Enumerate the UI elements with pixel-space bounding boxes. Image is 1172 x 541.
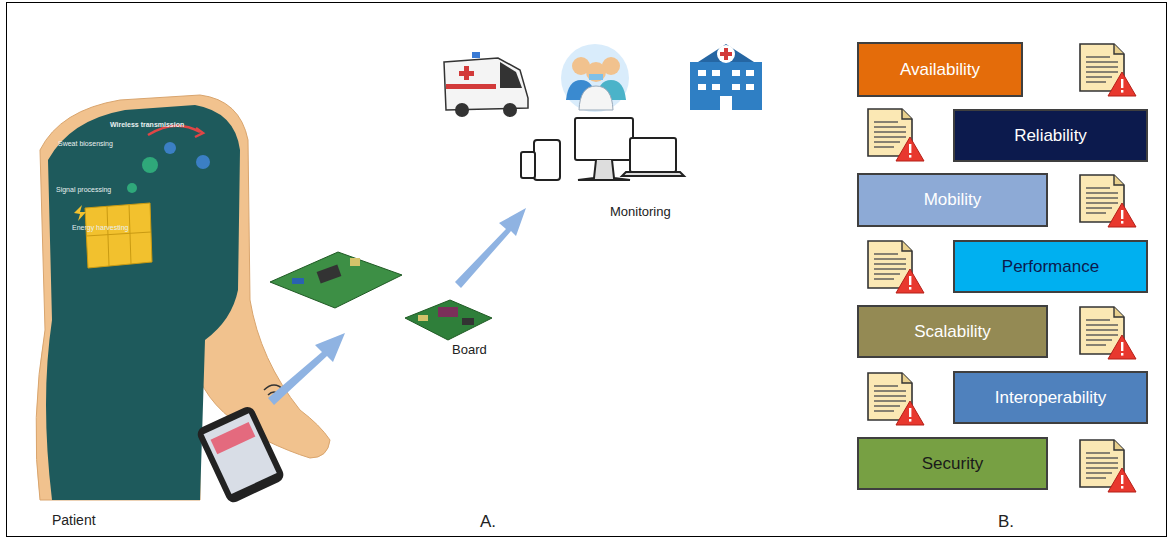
box-label: Performance [1002, 257, 1099, 277]
box-label: Availability [900, 60, 980, 80]
ambulance-icon [444, 52, 528, 117]
requirement-box: Availability [857, 42, 1023, 97]
part-label: Patient [52, 512, 96, 528]
hospital-icon [690, 44, 762, 110]
box-label: Mobility [924, 190, 982, 210]
flow-arrow [268, 208, 526, 405]
box-label: Reliability [1014, 126, 1087, 146]
panel-letter: B. [998, 512, 1014, 532]
box-label: Scalability [914, 322, 991, 342]
requirement-box: Reliability [953, 109, 1148, 162]
panel-letter: A. [480, 512, 496, 532]
requirement-box: Security [857, 437, 1048, 490]
part-label: Monitoring [610, 204, 671, 219]
part-label: Board [452, 342, 487, 357]
requirement-box: Scalability [857, 305, 1048, 358]
box-label: Interoperability [995, 388, 1107, 408]
illustration-label: Sweat biosensing [58, 140, 113, 147]
requirement-box: Mobility [857, 173, 1048, 227]
illustration-label: Energy harvesting [72, 224, 128, 231]
monitoring-devices [521, 118, 684, 180]
medical-staff-icon [561, 44, 629, 112]
illustration-label: Signal processing [56, 186, 111, 193]
requirement-box: Performance [953, 240, 1148, 293]
illustration-label: Wireless transmission [110, 121, 184, 128]
requirement-box: Interoperability [953, 371, 1148, 424]
box-label: Security [922, 454, 983, 474]
circuit-board [270, 252, 492, 340]
patient-figure [36, 95, 330, 505]
